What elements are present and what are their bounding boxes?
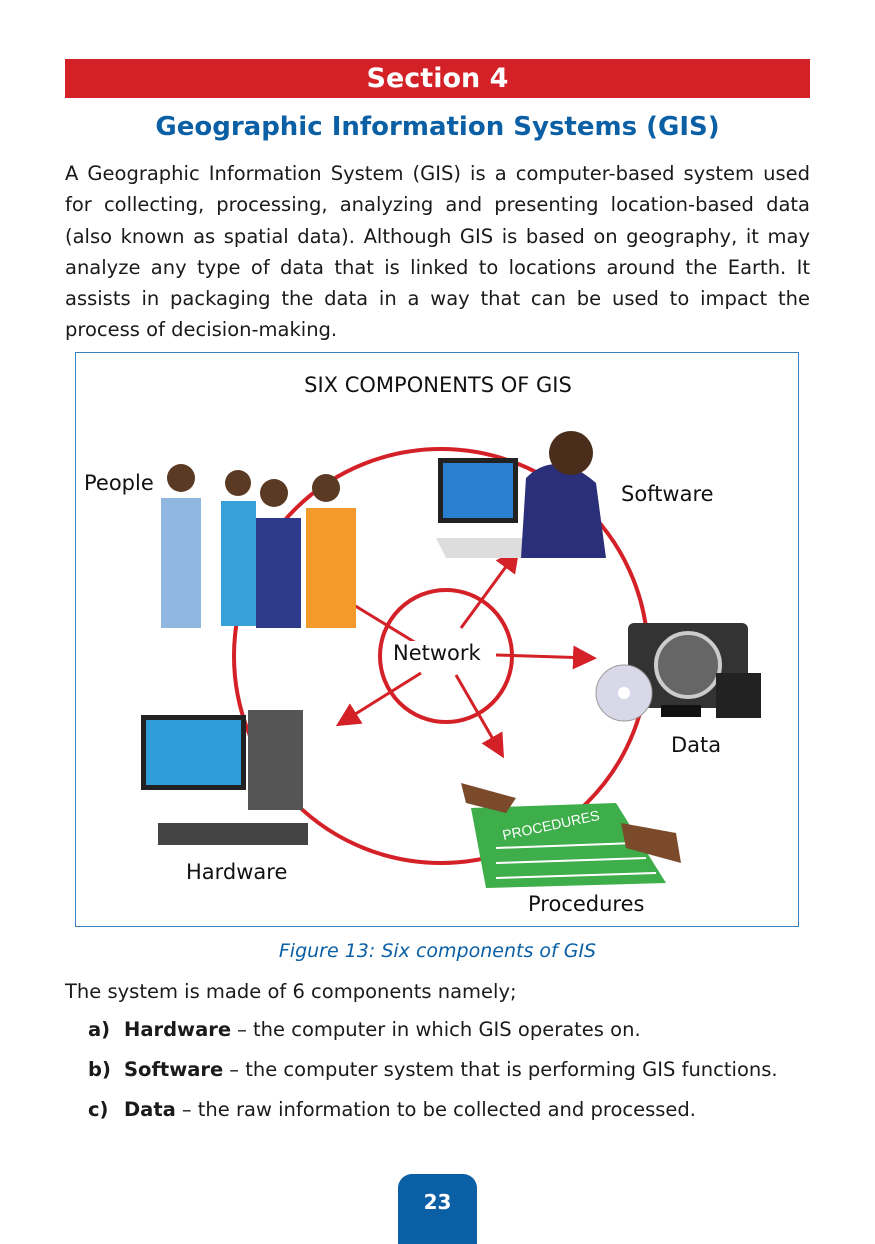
- people-illustration: [161, 464, 356, 628]
- software-label: Software: [621, 482, 714, 506]
- components-list: a) Hardware– the computer in which GIS op…: [88, 1018, 828, 1138]
- list-key: c): [88, 1098, 109, 1121]
- list-desc: – the computer system that is performing…: [229, 1058, 778, 1081]
- list-item: c) Data– the raw information to be collec…: [88, 1098, 828, 1138]
- gis-diagram: PROCEDURES: [141, 431, 761, 888]
- figure-caption: Figure 13: Six components of GIS: [278, 940, 597, 962]
- data-illustration: [595, 623, 761, 722]
- list-key: a): [88, 1018, 111, 1041]
- list-key: b): [88, 1058, 111, 1081]
- section-banner: Section 4: [65, 59, 810, 98]
- list-item: b) Software– the computer system that is …: [88, 1058, 828, 1098]
- page-title: Geographic Information Systems (GIS): [155, 112, 720, 142]
- components-intro: The system is made of 6 components namel…: [65, 980, 517, 1003]
- software-illustration: [436, 431, 606, 558]
- data-label: Data: [671, 733, 722, 757]
- list-term: Software: [124, 1058, 224, 1081]
- hardware-illustration: [141, 710, 308, 845]
- people-label: People: [84, 471, 154, 495]
- list-term: Data: [124, 1098, 176, 1121]
- network-arrows: [320, 548, 597, 759]
- hardware-label: Hardware: [186, 860, 288, 884]
- procedures-label: Procedures: [528, 892, 645, 916]
- list-desc: – the raw information to be collected an…: [181, 1098, 696, 1121]
- list-term: Hardware: [124, 1018, 232, 1041]
- procedures-illustration: PROCEDURES: [461, 783, 681, 888]
- gis-figure: PROCEDURES SIX COMPONENTS OF GIS Network…: [75, 352, 799, 927]
- list-desc: – the computer in which GIS operates on.: [237, 1018, 641, 1041]
- intro-paragraph: A Geographic Information System (GIS) is…: [65, 162, 810, 342]
- list-item: a) Hardware– the computer in which GIS op…: [88, 1018, 828, 1058]
- page-number: 23: [398, 1174, 477, 1244]
- figure-title: SIX COMPONENTS OF GIS: [304, 373, 572, 397]
- network-label: Network: [393, 641, 481, 665]
